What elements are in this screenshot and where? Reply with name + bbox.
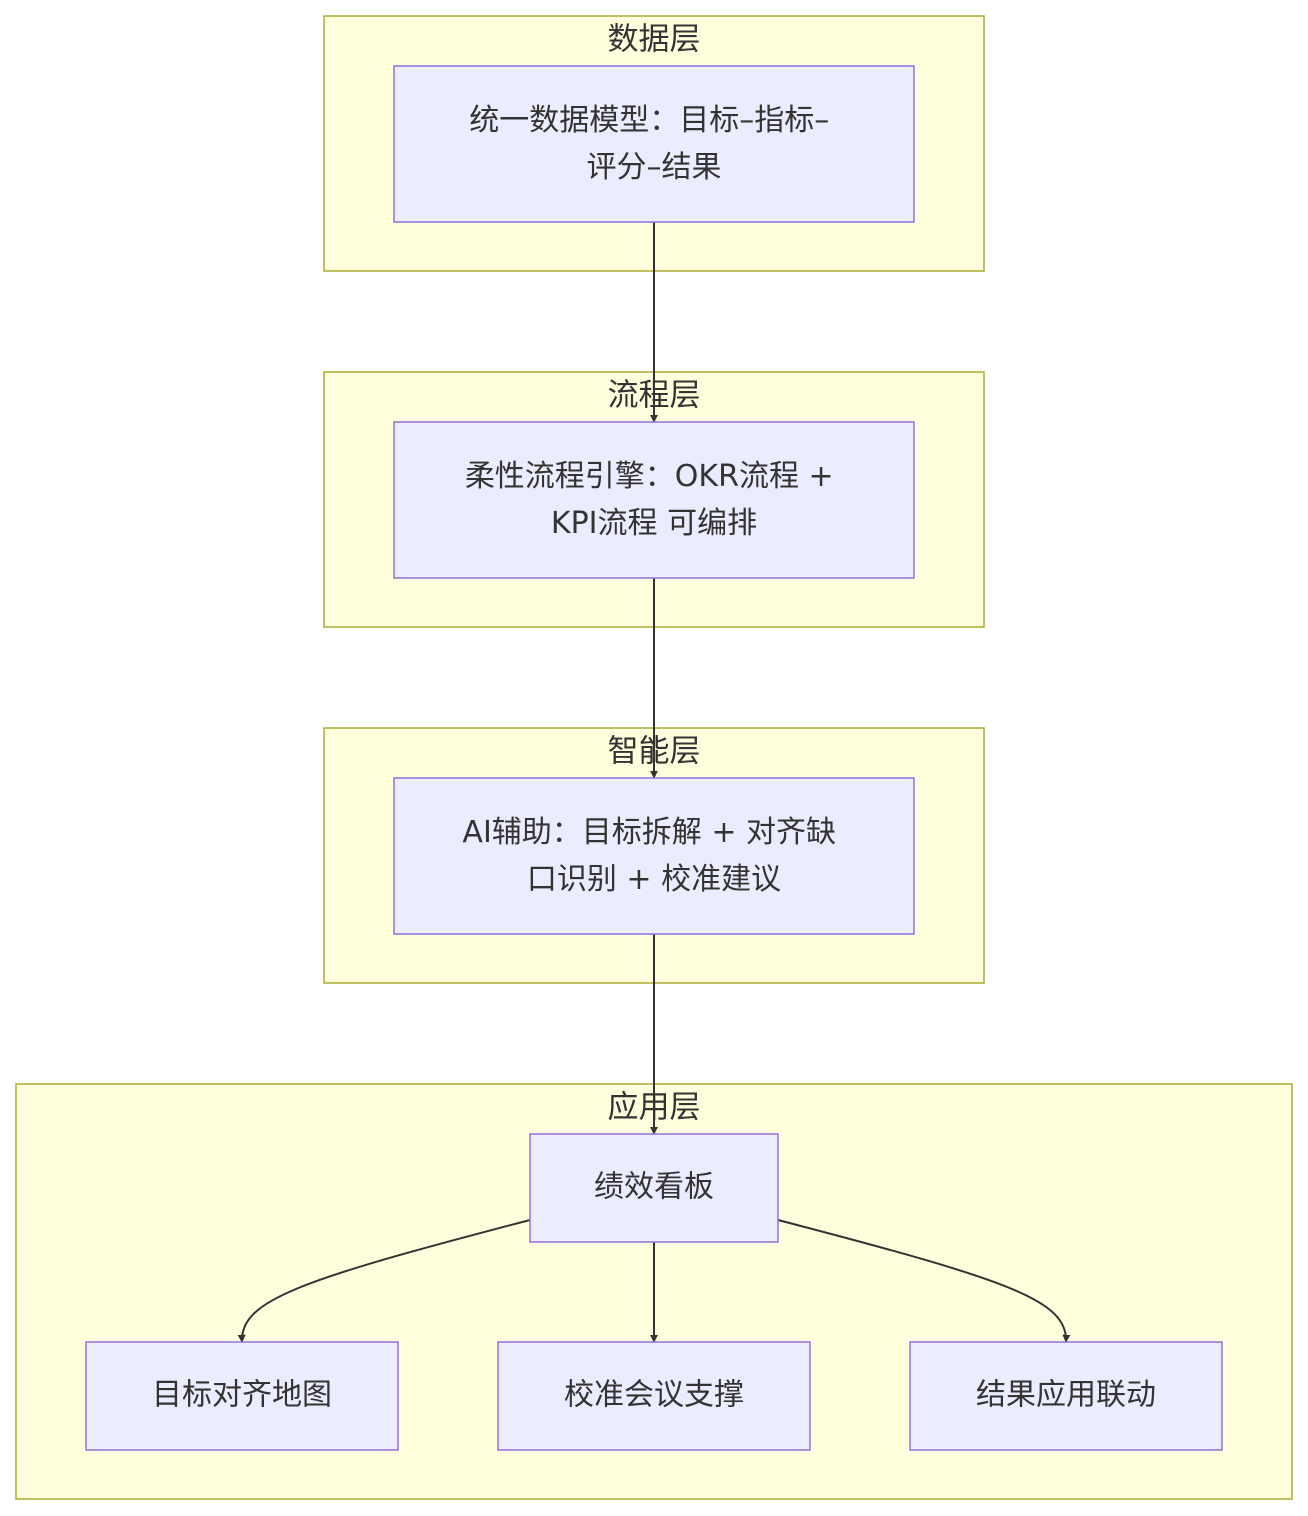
node-result-linkage-label: 结果应用联动 bbox=[976, 1378, 1156, 1413]
node-calibration-meeting: 校准会议支撑 bbox=[497, 1341, 811, 1451]
node-flow-engine-line-2: KPI流程 可编排 bbox=[551, 506, 757, 541]
node-ai-assist: AI辅助：目标拆解 + 对齐缺 口识别 + 校准建议 bbox=[393, 777, 915, 935]
node-data-model-line-2: 评分–结果 bbox=[587, 150, 722, 185]
svg-text:AI辅助：目标拆解 + 对齐缺 口识别 + 校准: AI辅助：目标拆解 + 对齐缺 口识别 + 校准建议 bbox=[462, 815, 845, 897]
svg-text:柔性流程引擎：OKR流程 + KPI流程 可编排: 柔性流程引擎：OKR流程 + KPI流程 可编排 bbox=[465, 459, 843, 541]
node-calibration-meeting-label: 校准会议支撑 bbox=[564, 1378, 744, 1413]
node-result-linkage: 结果应用联动 bbox=[909, 1341, 1223, 1451]
node-data-model-line-1: 统一数据模型：目标–指标– bbox=[469, 103, 829, 138]
edges bbox=[237, 222, 1071, 1343]
edge-dashboard-to-alignment-map bbox=[237, 1219, 531, 1343]
node-data-model: 统一数据模型：目标–指标– 评分–结果 bbox=[393, 65, 915, 223]
node-flow-engine: 柔性流程引擎：OKR流程 + KPI流程 可编排 bbox=[393, 421, 915, 579]
node-flow-engine-line-1: 柔性流程引擎：OKR流程 + bbox=[465, 459, 834, 494]
node-alignment-map: 目标对齐地图 bbox=[85, 1341, 399, 1451]
edge-dashboard-to-result-linkage bbox=[777, 1219, 1071, 1343]
node-dashboard: 绩效看板 bbox=[529, 1133, 779, 1243]
node-alignment-map-label: 目标对齐地图 bbox=[152, 1378, 332, 1413]
svg-text:统一数据模型：目标–指标– 评分–结果: 统一数据模型：目标–指标– 评分–结果 bbox=[469, 103, 839, 185]
node-ai-assist-line-1: AI辅助：目标拆解 + 对齐缺 bbox=[462, 815, 836, 850]
node-dashboard-label: 绩效看板 bbox=[594, 1170, 714, 1205]
layer-data-title: 数据层 bbox=[608, 22, 701, 58]
node-ai-assist-line-2: 口识别 + 校准建议 bbox=[527, 862, 781, 897]
